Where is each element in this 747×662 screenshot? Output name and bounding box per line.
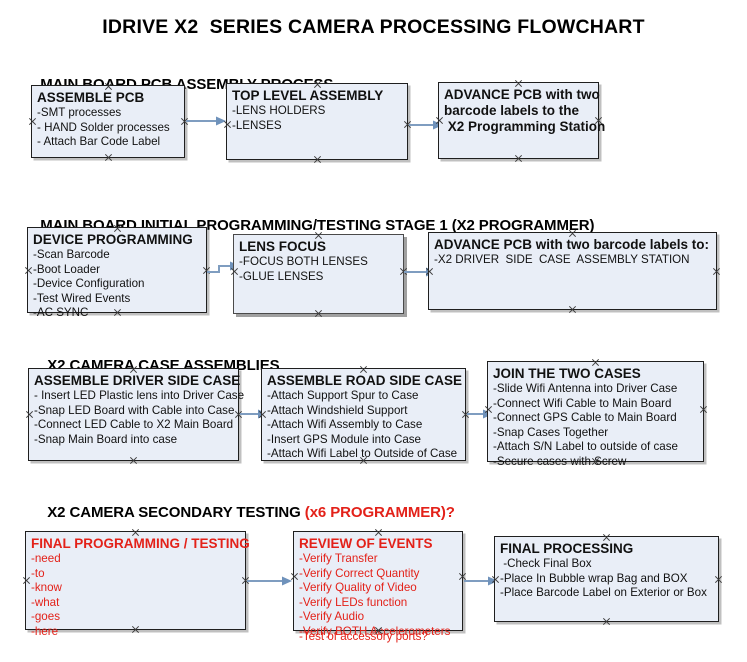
connector-handle-left [24, 266, 33, 275]
box-line: -Boot Loader [33, 262, 101, 276]
box-line: -here [31, 624, 59, 638]
page-title: IDRIVE X2 SERIES CAMERA PROCESSING FLOWC… [102, 16, 645, 38]
connector-handle-right [699, 405, 708, 414]
box-title: JOIN THE TWO CASES [493, 366, 641, 381]
arrow-connector [464, 576, 498, 586]
box-line: -know [31, 581, 62, 595]
box-title-line3: X2 Programming Station [444, 119, 606, 134]
box-line: -Verify Quality of Video [299, 581, 417, 595]
box-line: -SMT processes [37, 106, 122, 119]
connector-handle-bottom [313, 155, 322, 164]
box-title-line2: barcode labels to the [444, 103, 580, 118]
box-line: -Connect Wifi Cable to Main Board [493, 396, 672, 410]
process-box-assemble-road-side-case[interactable]: ASSEMBLE ROAD SIDE CASE -Attach Support … [261, 368, 466, 461]
box-line: - HAND Solder processes [37, 120, 170, 134]
box-line: -Attach Windshield Support [267, 403, 408, 417]
box-line: -LENSES [232, 118, 282, 132]
box-line: -goes [31, 610, 61, 624]
process-box-join-the-two-cases[interactable]: JOIN THE TWO CASES -Slide Wifi Antenna i… [487, 361, 704, 468]
box-line: -Connect GPS Cable to Main Board [493, 411, 677, 425]
box-line: -what [31, 595, 60, 609]
box-line: -Snap Cases Together [493, 425, 609, 439]
box-line: -Snap Main Board into case [34, 432, 178, 446]
section-heading-4-text: X2 CAMERA SECONDARY TESTING [47, 504, 305, 521]
box-line: -need [31, 552, 61, 565]
process-box-assemble-driver-side-case[interactable]: ASSEMBLE DRIVER SIDE CASE - Insert LED P… [25, 368, 245, 461]
box-title: ASSEMBLE PCB [37, 90, 145, 105]
connector-handle-bottom [568, 305, 577, 314]
arrow-connector [186, 116, 226, 126]
box-line: - Insert LED Plastic lens into Driver Ca… [34, 389, 245, 402]
box-line: - Attach Bar Code Label [37, 135, 161, 149]
box-line: -Insert GPS Module into Case [267, 432, 422, 446]
box-line: -AC SYNC [33, 306, 89, 320]
connector-handle-bottom [602, 617, 611, 626]
box-line: -Attach S/N Label to outside of case [493, 440, 678, 454]
box-line: -Verify Correct Quantity [299, 566, 420, 580]
box-line: -Verify BOTH Accelerometers [299, 624, 451, 638]
box-line: -to [31, 566, 45, 580]
process-box-review-of-events[interactable]: REVIEW OF EVENTS -Verify Transfer -Verif… [293, 531, 463, 643]
box-line: -Slide Wifi Antenna into Driver Case [493, 382, 678, 395]
process-box-advance-pcb-1[interactable]: ADVANCE PCB with two barcode labels to t… [438, 82, 606, 159]
process-box-lens-focus[interactable]: LENS FOCUS -FOCUS BOTH LENSES -GLUE LENS… [233, 234, 404, 314]
box-title: TOP LEVEL ASSEMBLY [232, 88, 384, 103]
process-box-top-level-assembly[interactable]: TOP LEVEL ASSEMBLY -LENS HOLDERS -LENSES [226, 83, 408, 160]
connector-handle-bottom [314, 309, 323, 318]
box-overflow-line: -Test of accessory ports? [299, 630, 428, 643]
box-line: -Verify Transfer [299, 552, 378, 565]
box-title: ADVANCE PCB with two [444, 87, 600, 102]
process-box-assemble-pcb[interactable]: ASSEMBLE PCB -SMT processes - HAND Solde… [31, 85, 185, 158]
box-line: -Verify Audio [299, 610, 365, 624]
box-title: ADVANCE PCB with two barcode labels to: [434, 237, 710, 252]
box-title: ASSEMBLE DRIVER SIDE CASE [34, 373, 241, 388]
box-line: -Connect LED Cable to X2 Main Board [34, 418, 234, 432]
box-line: -Scan Barcode [33, 248, 110, 261]
box-line: -Device Configuration [33, 277, 145, 291]
box-line: -Snap LED Board with Cable into Case [34, 403, 235, 417]
process-box-final-programming-testing[interactable]: FINAL PROGRAMMING / TESTING -need -to -k… [22, 531, 250, 638]
box-line: -FOCUS BOTH LENSES [239, 255, 368, 268]
connector-handle-right [714, 575, 723, 584]
process-box-final-processing[interactable]: FINAL PROCESSING -Check Final Box -Place… [494, 536, 719, 622]
box-line: -Place In Bubble wrap Bag and BOX [500, 571, 688, 585]
connector-handle-bottom [129, 456, 138, 465]
connector-handle-bottom [514, 154, 523, 163]
connector-handle-left [28, 117, 37, 126]
box-line: -Attach Wifi Label to Outside of Case [267, 447, 458, 461]
box-title: LENS FOCUS [239, 239, 327, 254]
box-line: -Attach Wifi Assembly to Case [267, 418, 423, 432]
box-line: -Place Barcode Label on Exterior or Box [500, 586, 707, 600]
section-heading-4-accent: (x6 PROGRAMMER)? [304, 504, 455, 521]
box-line: -Check Final Box [500, 557, 592, 570]
connector-handle-right [712, 267, 721, 276]
box-line: -Secure cases with Screw [493, 454, 627, 468]
connector-handle-bottom [104, 153, 113, 162]
box-title: DEVICE PROGRAMMING [33, 232, 193, 247]
process-box-advance-pcb-2[interactable]: ADVANCE PCB with two barcode labels to: … [428, 232, 717, 310]
box-title: REVIEW OF EVENTS [299, 536, 433, 551]
box-line: -Verify LEDs function [299, 595, 408, 609]
process-box-device-programming[interactable]: DEVICE PROGRAMMING -Scan Barcode -Boot L… [24, 227, 207, 319]
box-line: -LENS HOLDERS [232, 104, 326, 117]
box-line: -GLUE LENSES [239, 269, 324, 283]
box-title: FINAL PROCESSING [500, 541, 634, 556]
box-line: -Attach Support Spur to Case [267, 389, 419, 402]
box-line: -X2 DRIVER SIDE CASE ASSEMBLY STATION [434, 253, 690, 266]
box-title: ASSEMBLE ROAD SIDE CASE [267, 373, 463, 388]
arrow-connector [247, 576, 292, 586]
connector-handle-left [22, 576, 31, 585]
box-title: FINAL PROGRAMMING / TESTING [31, 536, 250, 551]
section-heading-4: X2 CAMERA SECONDARY TESTING (x6 PROGRAMM… [31, 487, 455, 538]
connector-handle-left [25, 410, 34, 419]
box-line: -Test Wired Events [33, 291, 131, 305]
